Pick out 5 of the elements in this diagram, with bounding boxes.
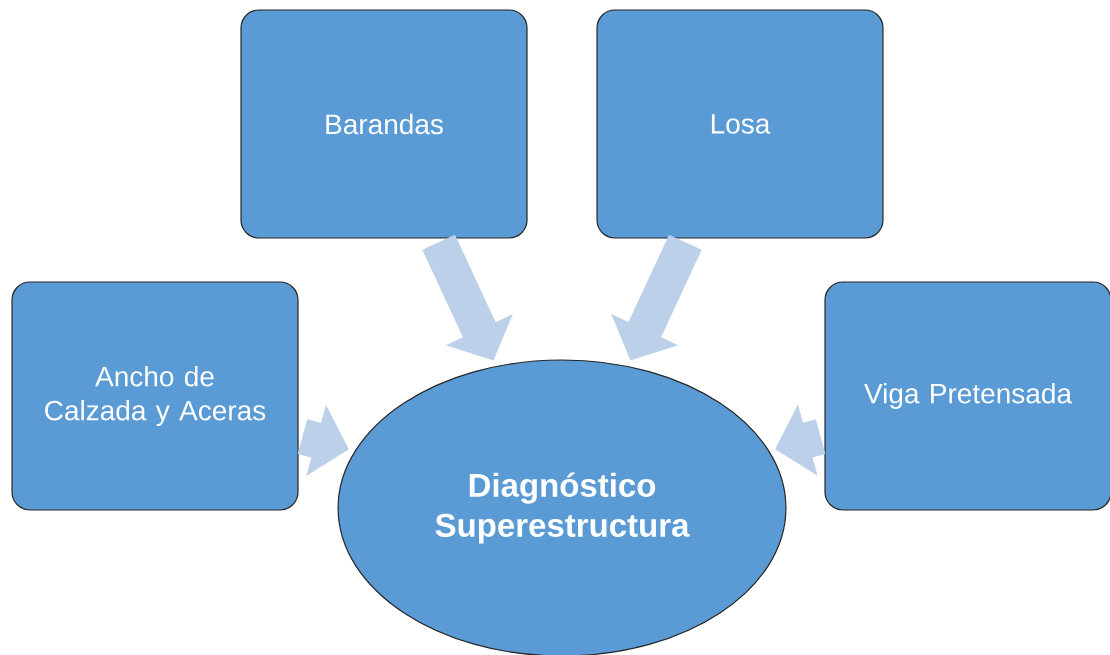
process-box: Ancho de Calzada y Aceras (11, 281, 299, 511)
process-box: Barandas (240, 9, 528, 239)
process-box: Losa (596, 9, 884, 239)
process-box: Viga Pretensada (824, 281, 1110, 511)
ellipse-node: Diagnóstico Superestructura (337, 359, 787, 655)
